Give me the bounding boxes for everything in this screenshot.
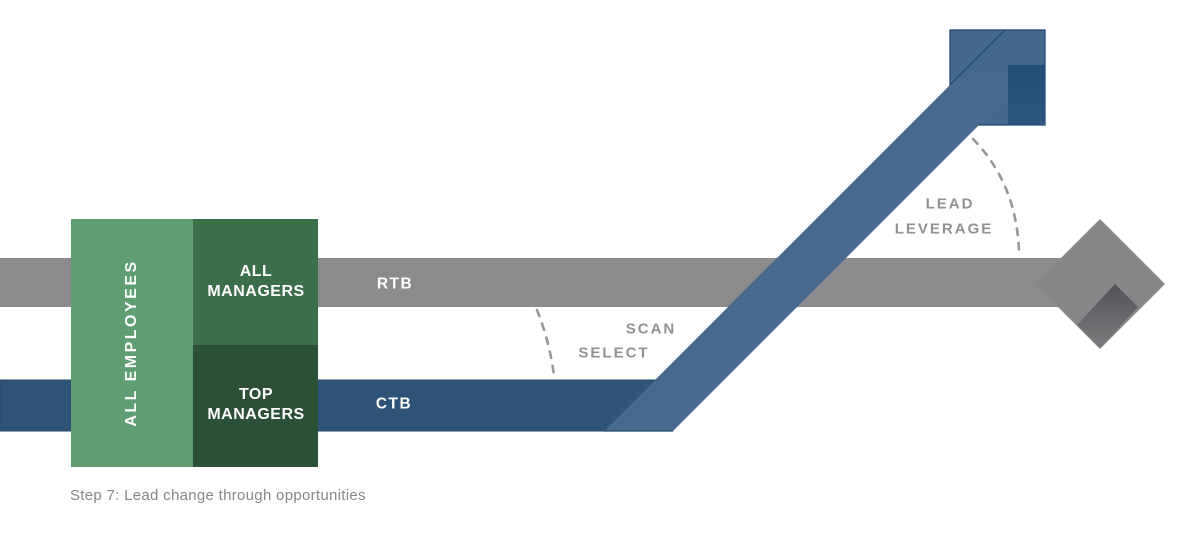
all-managers-box xyxy=(193,219,318,345)
ctb-arrow-shaft xyxy=(604,77,1027,431)
all-employees-label: ALL EMPLOYEES xyxy=(123,259,140,427)
top-managers-box xyxy=(193,345,318,467)
all-managers-label: ALL MANAGERS xyxy=(207,263,305,300)
select-label: SELECT xyxy=(578,344,650,362)
lead-leverage-dashed-line xyxy=(971,137,1021,255)
ctb-band-label: CTB xyxy=(375,395,413,413)
figure-caption: Step 7: Lead change through opportunitie… xyxy=(70,487,366,504)
ctb-shaft-head-seam xyxy=(949,29,1006,86)
rtb-arrow-fold xyxy=(1077,284,1138,348)
all-employees-box xyxy=(71,219,193,467)
scan-label: SCAN xyxy=(625,320,677,338)
rtb-band-label: RTB xyxy=(376,275,414,293)
ctb-arrow-fold xyxy=(1008,65,1045,125)
scan-select-dashed-line xyxy=(535,308,556,378)
rtb-arrowhead xyxy=(1035,219,1165,349)
leverage-label: LEVERAGE xyxy=(894,220,994,238)
top-managers-label: TOP MANAGERS xyxy=(207,386,305,423)
lead-label: LEAD xyxy=(925,195,975,213)
